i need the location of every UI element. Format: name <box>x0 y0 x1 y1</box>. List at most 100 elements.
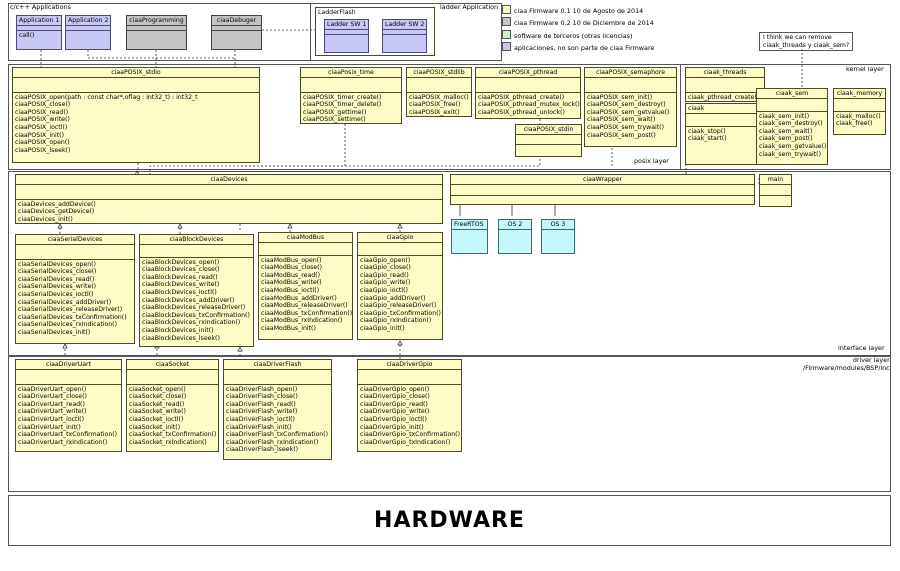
class-ciaa-driver-gpio[interactable]: ciaaDriverGpio ciaaDriverGpio_open() cia… <box>357 359 462 452</box>
class-title: ciaaDriverFlash <box>224 360 331 370</box>
legend-swatch <box>502 5 511 14</box>
class-ciaa-block-devices[interactable]: ciaaBlockDevices ciaaBlockDevices_open()… <box>139 234 254 347</box>
class-ciaa-wrapper[interactable]: ciaaWrapper <box>450 174 755 205</box>
class-os3[interactable]: OS 3 <box>541 219 575 254</box>
class-operation: ciaaDriverFlash_read() <box>226 400 296 408</box>
class-title: ciaaGpio <box>358 233 442 243</box>
class-os2[interactable]: OS 2 <box>498 219 532 254</box>
class-freertos[interactable]: FreeRTOS <box>451 219 488 254</box>
class-ciaak-memory[interactable]: ciaak_memory ciaak_malloc() ciaak_free() <box>833 88 886 135</box>
class-ciaa-posix-stdio[interactable]: ciaaPOSIX_stdio ciaaPOSIX_open(path : co… <box>12 67 260 163</box>
class-attributes <box>407 78 471 93</box>
class-title: OS 2 <box>499 220 531 230</box>
class-operation: ciaaPOSIX_sem_getvalue() <box>587 108 670 116</box>
class-ciaa-posix-stdlib[interactable]: ciaaPOSIX_stdlib ciaaPOSIX_malloc() ciaa… <box>406 67 472 117</box>
legend-label: software de terceros (otras licencias) <box>514 32 633 40</box>
class-ciaa-programming[interactable]: ciaaProgramming <box>126 15 187 50</box>
class-operation: ciaaPOSIX_sem_trywait() <box>587 123 664 131</box>
class-ciaa-debuger[interactable]: ciaaDebuger <box>211 15 262 50</box>
class-attributes <box>383 30 426 35</box>
class-ciaa-driver-flash[interactable]: ciaaDriverFlash ciaaDriverFlash_open() c… <box>223 359 332 460</box>
class-operation: ciaaModBus_open() <box>261 256 322 264</box>
class-operation: ciaaDevices_addDevice() <box>18 200 96 208</box>
class-operation: ciaaDriverUart_write() <box>18 408 87 416</box>
class-attributes <box>16 185 442 200</box>
class-title: ciaaPosix_time <box>301 68 401 78</box>
class-attributes <box>66 26 110 31</box>
class-title: ciaak_memory <box>834 89 885 99</box>
class-operation: ciaaPOSIX_ioctl() <box>15 123 68 131</box>
class-attributes <box>760 185 791 196</box>
class-operation: ciaaSocket_write() <box>129 408 186 416</box>
class-attributes <box>834 99 885 112</box>
class-attributes <box>358 370 461 385</box>
class-operation: ciaaPOSIX_init() <box>15 131 65 139</box>
class-operation: ciaaPOSIX_pthread_unlock() <box>478 108 565 116</box>
class-ciaa-socket[interactable]: ciaaSocket ciaaSocket_open() ciaaSocket_… <box>126 359 219 452</box>
class-ciaak[interactable]: ciaak ciaak_stop() ciaak_start() <box>685 103 757 165</box>
legend-item-v01: ciaa Firmware 0.1 10 de Agosto de 2014 <box>502 5 643 15</box>
class-attributes <box>585 78 676 93</box>
class-operation: ciaaSocket_rxIndication() <box>129 438 207 446</box>
class-operation: ciaaBlockDevices_addDriver() <box>142 296 235 304</box>
class-application-1[interactable]: Application 1 call() <box>16 15 62 50</box>
class-operation: ciaaPOSIX_sem_destroy() <box>587 101 666 109</box>
class-title: ciaaPOSIX_stdin <box>516 125 581 135</box>
class-title: ciaaSocket <box>127 360 218 370</box>
class-operation: ciaaModBus_read() <box>261 271 321 279</box>
class-operation: ciaaSerialDevices_rxIndication() <box>18 321 117 329</box>
class-title: ciaaPOSIX_pthread <box>476 68 580 78</box>
class-operation: ciaaPOSIX_malloc() <box>409 93 469 101</box>
class-operation: ciaaDriverUart_read() <box>18 400 85 408</box>
class-operation: ciaaBlockDevices_rxIndication() <box>142 319 241 327</box>
class-ladder-sw-2[interactable]: Ladder SW 2 <box>382 19 427 53</box>
class-ciaa-devices[interactable]: ciaaDevices ciaaDevices_addDevice() ciaa… <box>15 174 443 224</box>
class-operation: ciaak_free() <box>836 120 873 128</box>
class-operation: ciaaPOSIX_gettime() <box>303 108 367 116</box>
class-operation: ciaaSerialDevices_ioctl() <box>18 290 94 298</box>
legend-label: ciaa Firmware 0.2 10 de Diciembre de 201… <box>514 19 654 27</box>
hardware-block: HARDWARE <box>8 495 891 546</box>
class-operation: ciaaPOSIX_settime() <box>303 116 366 124</box>
class-operation: ciaaGpio_open() <box>360 256 411 264</box>
class-main[interactable]: main <box>759 174 792 207</box>
legend-swatch <box>502 42 511 51</box>
class-ciaa-driver-uart[interactable]: ciaaDriverUart ciaaDriverUart_open() cia… <box>15 359 122 452</box>
posix-layer-label: posix layer <box>634 157 669 165</box>
class-operation: ciaak_sem_init() <box>759 112 810 120</box>
class-ciaa-modbus[interactable]: ciaaModBus ciaaModBus_open() ciaaModBus_… <box>258 232 353 340</box>
class-title: Application 1 <box>17 17 61 26</box>
class-operation: ciaaSerialDevices_close() <box>18 268 97 276</box>
class-application-2[interactable]: Application 2 <box>65 15 111 50</box>
class-operation: ciaaDriverGpio_ioctl() <box>360 415 427 423</box>
class-ciaak-sem[interactable]: ciaak_sem ciaak_sem_init() ciaak_sem_des… <box>756 88 828 165</box>
class-ladder-sw-1[interactable]: Ladder SW 1 <box>324 19 369 53</box>
class-operation: ciaaDriverGpio_close() <box>360 393 430 401</box>
class-operation: ciaaDriverFlash_rxIndication() <box>226 438 319 446</box>
class-attributes <box>140 245 253 258</box>
class-operation: ciaaGpio_ioctl() <box>360 286 408 294</box>
class-operation: ciaaBlockDevices_close() <box>142 266 220 274</box>
class-operation: ciaaSerialDevices_txConfirmation() <box>18 313 127 321</box>
class-operation: ciaaModBus_ioctl() <box>261 286 320 294</box>
class-operation: ciaaSerialDevices_read() <box>18 275 95 283</box>
class-ciaa-posix-time[interactable]: ciaaPosix_time ciaaPOSIX_timer_create() … <box>300 67 402 124</box>
class-ciaa-posix-pthread[interactable]: ciaaPOSIX_pthread ciaaPOSIX_pthread_crea… <box>475 67 581 119</box>
class-operation: ciaaPOSIX_close() <box>15 101 71 109</box>
class-ciaak-threads[interactable]: ciaak_threads ciaak_pthread_create() <box>685 67 765 102</box>
class-operation: ciaak_start() <box>688 135 727 143</box>
class-operation: ciaaDriverFlash_ioctl() <box>226 415 295 423</box>
class-operation: ciaaGpio_txConfirmation() <box>360 309 441 317</box>
class-ciaa-posix-stdin[interactable]: ciaaPOSIX_stdin <box>515 124 582 157</box>
class-ciaa-posix-semaphore[interactable]: ciaaPOSIX_semaphore ciaaPOSIX_sem_init()… <box>584 67 677 147</box>
note-remove-kernel: I think we can remove ciaak_threads y ci… <box>759 32 854 51</box>
class-operation: ciaaDriverUart_open() <box>18 385 87 393</box>
class-ciaa-serial-devices[interactable]: ciaaSerialDevices ciaaSerialDevices_open… <box>15 234 135 344</box>
class-operation: ciaaSerialDevices_releaseDriver() <box>18 306 123 314</box>
class-ciaa-gpio[interactable]: ciaaGpio ciaaGpio_open() ciaaGpio_close(… <box>357 232 443 340</box>
class-operation: ciaak_sem_trywait() <box>759 150 821 158</box>
class-operation: ciaaDriverUart_ioctl() <box>18 415 85 423</box>
class-attributes <box>325 30 368 35</box>
class-title: main <box>760 175 791 185</box>
class-title: ciaaDevices <box>16 175 442 185</box>
